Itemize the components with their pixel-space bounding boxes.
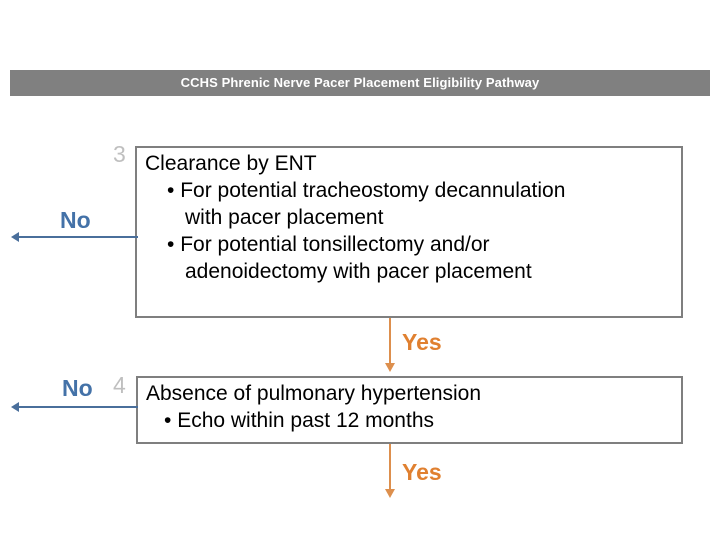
- list-item: For potential tracheostomy decannulation: [143, 177, 675, 204]
- decision-box-bullet-list: Echo within past 12 months: [144, 407, 675, 434]
- list-item: with pacer placement: [185, 206, 384, 229]
- list-item: Echo within past 12 months: [144, 407, 675, 434]
- arrow-left-icon: [11, 232, 138, 242]
- branch-label-no-step4: No: [62, 375, 93, 401]
- arrow-left-icon: [11, 402, 138, 412]
- branch-label-yes-step3: Yes: [402, 329, 442, 355]
- decision-box-bullet-list: For potential tracheostomy decannulation…: [143, 177, 675, 285]
- list-item: For potential tonsillectomy and/or: [143, 231, 675, 258]
- step-number-4: 4: [113, 372, 126, 398]
- step-number-3: 3: [113, 141, 126, 167]
- decision-box-content: Clearance by ENT For potential tracheost…: [143, 150, 675, 285]
- decision-box-clearance-by-ent[interactable]: Clearance by ENT For potential tracheost…: [135, 146, 683, 318]
- decision-box-heading: Absence of pulmonary hypertension: [146, 382, 482, 405]
- page-title: CCHS Phrenic Nerve Pacer Placement Eligi…: [180, 75, 540, 90]
- decision-box-heading: Clearance by ENT: [145, 152, 317, 175]
- branch-label-no-step3: No: [60, 207, 91, 233]
- header-band: [10, 70, 710, 96]
- list-item: adenoidectomy with pacer placement: [185, 260, 532, 283]
- arrow-down-icon: [385, 318, 395, 372]
- decision-box-content: Absence of pulmonary hypertension Echo w…: [144, 380, 675, 434]
- arrow-down-icon: [385, 444, 395, 498]
- branch-label-yes-step4: Yes: [402, 459, 442, 485]
- decision-box-absence-of-pulmonary-hypertension[interactable]: Absence of pulmonary hypertension Echo w…: [136, 376, 683, 444]
